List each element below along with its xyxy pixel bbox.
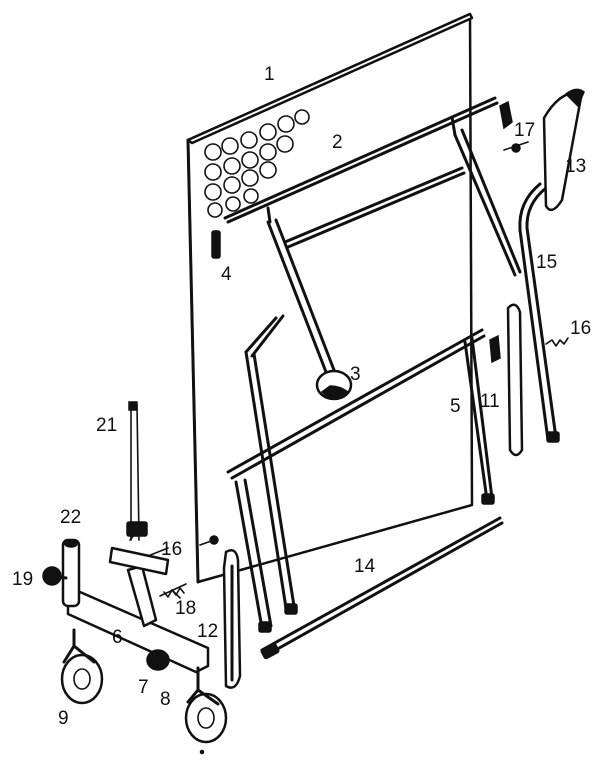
part-label: 2 [332, 132, 343, 153]
cross-bar [260, 516, 504, 660]
caster-right [184, 666, 228, 755]
part-label: 14 [354, 556, 376, 577]
handle-lower [222, 549, 242, 689]
lower-frame [226, 314, 495, 633]
part-label: 16 [161, 539, 182, 560]
leader-lines [129, 527, 181, 599]
part-label: 1 [264, 64, 275, 85]
part-label: 17 [514, 120, 535, 141]
part-label: 5 [450, 396, 461, 417]
clip [499, 100, 529, 153]
upper-frame [223, 96, 522, 374]
part-label: 22 [60, 507, 81, 528]
part-label: 9 [58, 708, 69, 729]
part-label: 15 [536, 252, 557, 273]
part-label: 11 [480, 391, 500, 412]
caster-left [60, 628, 104, 705]
part-label: 4 [221, 264, 232, 285]
handle-upper [542, 88, 585, 212]
part-label: 12 [197, 621, 218, 642]
panel-pattern [204, 109, 310, 218]
caster-socket [61, 538, 81, 608]
foot-pad [315, 369, 353, 401]
wheel-hub [146, 649, 170, 671]
bracket [211, 230, 221, 259]
lock-rod [126, 401, 148, 541]
part-label: 6 [112, 627, 123, 648]
part-label: 13 [565, 156, 586, 177]
lock-knob [42, 566, 68, 586]
bolt-lower [199, 535, 219, 546]
part-label: 8 [160, 689, 171, 710]
support-leg [518, 182, 560, 443]
latch [489, 303, 524, 457]
table-top-panel [186, 12, 474, 584]
part-label: 19 [12, 569, 33, 590]
part-label: 3 [350, 364, 361, 385]
part-label: 21 [96, 415, 117, 436]
part-label: 18 [175, 598, 196, 619]
part-labels: 1 2 3 4 5 6 7 8 9 11 12 13 14 15 16 16 1… [12, 64, 591, 729]
part-label: 16 [570, 318, 591, 339]
part-label: 7 [138, 677, 149, 698]
bolt-upper [545, 337, 569, 347]
